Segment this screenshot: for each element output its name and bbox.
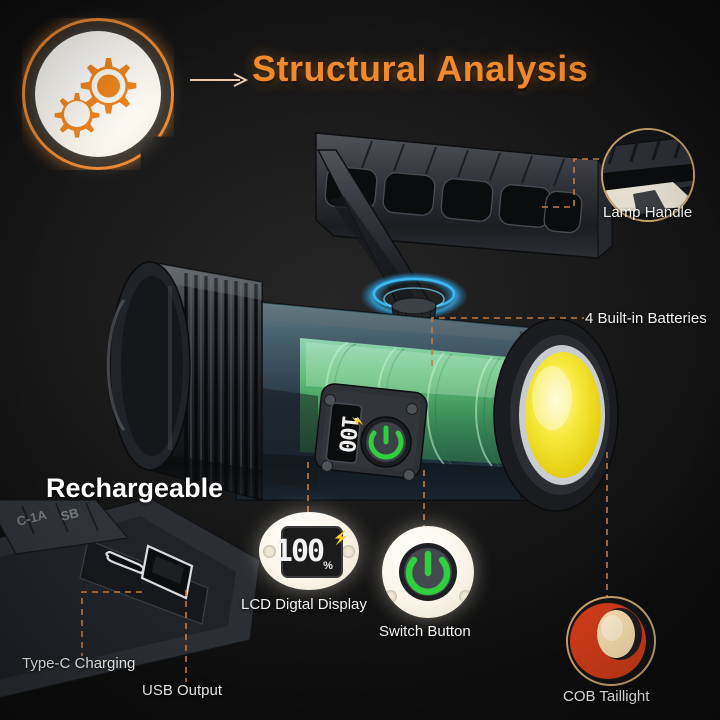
label-batteries: 4 Built-in Batteries (585, 310, 707, 327)
lcd-connector (307, 462, 309, 516)
lcd-readout: 100 % ⚡ (275, 526, 349, 578)
cob-connector (606, 452, 608, 598)
cob-taillight-part (493, 318, 619, 512)
lcd-unit: % (323, 560, 333, 572)
gears-badge (22, 18, 174, 170)
svg-text:⚡: ⚡ (351, 414, 365, 428)
lamp-handle-detail-bubble (601, 128, 695, 222)
svg-text:SB: SB (59, 505, 80, 524)
power-button-part (360, 416, 412, 468)
flashlight-head (106, 261, 263, 501)
gears-icon (54, 58, 137, 138)
control-panel: 100 ⚡ (262, 383, 428, 490)
lightning-bolt-icon: ⚡ (332, 530, 350, 545)
label-switch-button: Switch Button (379, 623, 471, 640)
usb-output-connector (185, 590, 187, 682)
label-type-c: Type-C Charging (22, 655, 136, 672)
cob-detail-bubble (566, 596, 656, 686)
heading-rechargeable: Rechargeable (46, 473, 224, 503)
arrow-right-icon (190, 73, 249, 87)
svg-text:100: 100 (333, 414, 362, 453)
charging-port-assembly: C-1A SB (0, 497, 261, 699)
label-lamp-handle: Lamp Handle (603, 204, 693, 221)
label-lcd-display: LCD Digtal Display (241, 596, 367, 613)
port-cover-flap: C-1A SB (0, 499, 130, 555)
cob-panel (525, 352, 601, 478)
usb-a-port (140, 544, 194, 600)
switch-connector (423, 470, 425, 530)
svg-text:C-1A: C-1A (15, 507, 49, 529)
lcd-screen: 100 ⚡ (325, 402, 365, 464)
badge-ring (22, 18, 174, 170)
type-c-connector (81, 591, 142, 656)
label-usb-output: USB Output (142, 682, 223, 699)
batteries-connector (431, 317, 584, 366)
label-cob-taillight: COB Taillight (563, 688, 650, 705)
lamp-handle-connector (542, 158, 616, 208)
power-icon (399, 543, 457, 601)
lcd-value: 100 (274, 534, 325, 569)
page-title: Structural Analysis (252, 48, 589, 89)
